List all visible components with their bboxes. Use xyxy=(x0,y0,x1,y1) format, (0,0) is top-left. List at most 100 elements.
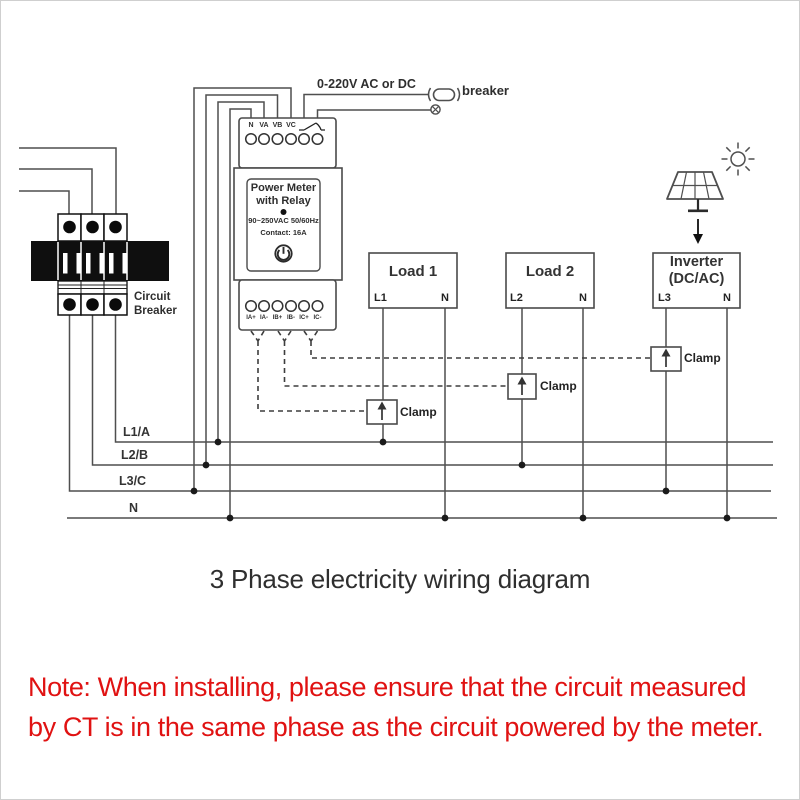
led-indicator xyxy=(280,209,287,215)
supply-wire-l3 xyxy=(19,190,70,214)
bus-line-l2b xyxy=(91,315,773,466)
note-line1: Note: When installing, please ensure tha… xyxy=(28,672,747,702)
junction-dot xyxy=(379,438,387,446)
sun-ray xyxy=(725,165,732,172)
junction-dot xyxy=(518,461,526,469)
toggle-slot[interactable] xyxy=(109,253,114,274)
meter-bottom-terminal-circles xyxy=(244,299,324,313)
supply-wire-l1 xyxy=(19,147,117,214)
inverter-live-label: L3 xyxy=(658,292,671,304)
load1-box xyxy=(368,252,458,309)
junction-dot xyxy=(202,461,210,469)
clamp1-arrow-head xyxy=(377,401,387,410)
bus-line-l1a xyxy=(114,315,773,443)
supply-wire-l2 xyxy=(19,168,93,214)
ct-wire-a xyxy=(250,330,367,412)
load1-live-label: L1 xyxy=(374,292,387,304)
toggle-slot[interactable] xyxy=(86,253,91,274)
device-boxes xyxy=(368,252,741,309)
terminal-screw xyxy=(311,132,324,146)
sense-wire-vc xyxy=(193,87,292,491)
toggle-slot[interactable] xyxy=(122,253,128,274)
bus-label-l2b: L2/B xyxy=(121,448,149,462)
load1-name: Load 1 xyxy=(388,263,438,280)
load2-live-label: L2 xyxy=(510,292,523,304)
breaker-symbol-capsule xyxy=(432,88,456,102)
terminal-label-va: VA xyxy=(259,122,269,129)
panel-grid xyxy=(672,171,718,200)
terminal-screw xyxy=(284,299,298,313)
inverter-neutral-label: N xyxy=(723,292,731,304)
ct-clamps xyxy=(366,346,682,425)
terminal-label-ic-minus: IC- xyxy=(313,315,322,321)
terminal-screw xyxy=(244,132,258,146)
junction-dots xyxy=(190,438,731,522)
terminal-dot xyxy=(86,298,99,311)
bus-line-l3c xyxy=(68,315,771,492)
breaker-mid-lines xyxy=(58,281,127,294)
terminal-label-n: N xyxy=(248,122,254,129)
supply-voltage-label: 0-220V AC or DC xyxy=(317,77,416,91)
load2-neutral-label: N xyxy=(579,292,587,304)
meter-top-terminal-circles xyxy=(244,132,324,146)
terminal-dot xyxy=(63,298,76,311)
lamp-icon xyxy=(430,104,441,115)
sun-icon xyxy=(721,142,755,176)
junction-dot xyxy=(226,514,234,522)
terminal-screw xyxy=(284,132,298,146)
bus-label-n: N xyxy=(129,501,139,515)
meter-spec-contact: Contact: 16A xyxy=(260,228,307,237)
relay-contact-icon xyxy=(299,122,325,131)
circuit-breaker-label: Circuit Breaker xyxy=(134,291,177,318)
toggle-slot[interactable] xyxy=(76,253,82,274)
terminal-label-vc: VC xyxy=(286,122,296,129)
power-meter xyxy=(233,117,343,331)
power-button-icon[interactable] xyxy=(274,244,293,263)
terminal-label-ia-plus: IA+ xyxy=(246,315,256,321)
terminal-screw xyxy=(271,132,284,146)
sun-ray xyxy=(725,146,732,153)
relay-circuit-symbols xyxy=(427,87,461,115)
terminal-screw xyxy=(244,299,258,313)
breaker-toggles[interactable] xyxy=(63,253,127,274)
load1-neutral-label: N xyxy=(441,292,449,304)
breaker-symbol-paren-right xyxy=(456,87,461,102)
grid-line xyxy=(680,171,688,200)
sun-core xyxy=(730,151,746,167)
note-line2: by CT is in the same phase as the circui… xyxy=(28,712,764,742)
terminal-dot xyxy=(63,220,76,234)
load2-box xyxy=(505,252,595,309)
bus-label-l3c: L3/C xyxy=(119,474,147,488)
terminal-screw xyxy=(311,299,324,313)
inverter-name-line2: (DC/AC) xyxy=(668,271,725,287)
arrow-head xyxy=(693,234,703,244)
breaker-mid-strip xyxy=(57,280,128,295)
clamp1-label: Clamp xyxy=(400,405,437,419)
terminal-dot xyxy=(109,298,122,311)
toggle-slot[interactable] xyxy=(63,253,68,274)
clamp2-label: Clamp xyxy=(540,379,577,393)
lamp-cross xyxy=(431,105,440,114)
terminal-label-ib-minus: IB- xyxy=(287,315,295,321)
terminal-screw xyxy=(271,299,284,313)
grid-line xyxy=(702,171,710,200)
clamp2-arrow-head xyxy=(517,376,527,385)
ct-wire-c xyxy=(303,330,651,359)
ct-wire-b xyxy=(277,330,508,387)
junction-dot xyxy=(662,487,670,495)
terminal-screw xyxy=(297,132,311,146)
terminal-dot xyxy=(109,220,122,234)
terminal-label-ia-minus: IA- xyxy=(260,315,268,321)
breaker-symbol-label: breaker xyxy=(462,83,509,98)
load2-name: Load 2 xyxy=(525,263,575,280)
circuit-breaker xyxy=(31,213,169,316)
diagram-title: 3 Phase electricity wiring diagram xyxy=(209,564,591,594)
meter-title-line2: with Relay xyxy=(256,195,311,207)
toggle-slot[interactable] xyxy=(99,253,105,274)
terminal-screw xyxy=(297,299,311,313)
dc-flow-arrow-icon xyxy=(693,219,703,244)
breaker-terminal-dots xyxy=(63,220,122,311)
terminal-label-ib-plus: IB+ xyxy=(272,315,283,321)
meter-faceplate xyxy=(246,178,321,272)
